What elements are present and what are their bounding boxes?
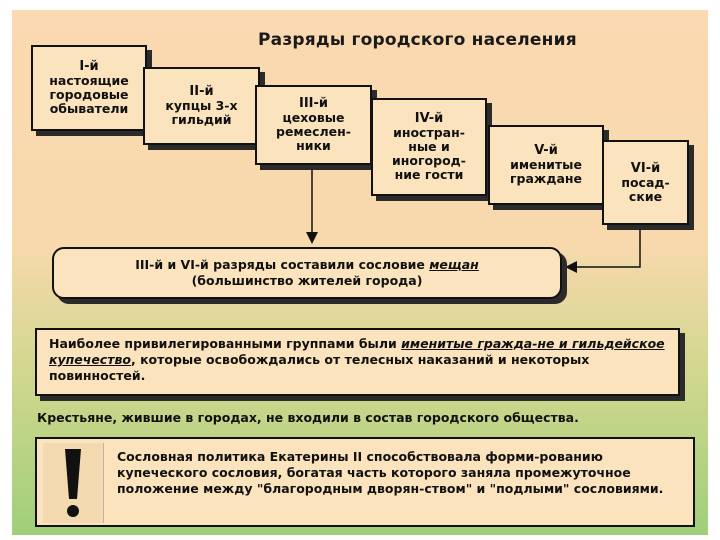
result-text: III-й и VI-й разряды составили сословие [135,257,430,272]
meshchane-result-box: III-й и VI-й разряды составили сословие … [52,247,562,299]
rank-number: V-й [534,143,558,158]
rank-box-2: II-й купцы 3-х гильдий [143,67,260,145]
rank-label: ние гости [394,167,464,182]
rank-number: IV-й [414,111,444,126]
exclamation-icon [43,443,104,523]
rank-label: посад- [621,174,670,190]
rank-box-4: IV-й иностран- ные и иногород- ние гости [371,98,487,196]
policy-box: Сословная политика Екатерины II способст… [35,437,695,527]
result-line-2: (большинство жителей города) [191,273,423,288]
result-emphasis: мещан [429,257,479,272]
rank-number: VI-й [630,160,661,176]
rank-label: купцы 3-х [165,98,238,113]
rank-label: именитые [510,157,582,172]
rank-label: гильдий [171,112,232,127]
rank-box-5: V-й именитые граждане [488,125,604,205]
slide: Разряды городского населения I-й настоящ… [12,10,708,535]
policy-text: Сословная политика Екатерины II способст… [117,449,664,496]
rank-number: I-й [79,59,99,74]
rank-label: ские [628,188,663,204]
rank-number: II-й [189,84,214,99]
arrow-from-rank-6 [565,225,641,273]
rank-number: III-й [298,96,328,111]
rank-label: иногород- [392,153,466,168]
rank-box-1: I-й настоящие городовые обыватели [31,45,147,131]
rank-label: настоящие [49,73,129,88]
privileged-text-start: Наиболее привилегированными группами был… [49,336,402,351]
rank-box-3: III-й цеховые ремеслен- ники [255,85,372,165]
connector-arrows [306,160,641,273]
rank-label: ные и [408,139,450,154]
rank-label: иностран- [393,125,465,140]
rank-box-6: VI-й посад- ские [602,140,689,225]
rank-label: ники [296,138,331,153]
rank-label: цеховые [282,110,345,125]
peasants-note: Крестьяне, жившие в городах, не входили … [37,410,579,425]
privileged-text-end: , которые освобождались от телесных нака… [49,352,590,383]
result-line-1: III-й и VI-й разряды составили сословие … [54,257,560,273]
privileged-emphasis: именитые гражда-не и гильдейское купечес… [49,336,665,367]
rank-label: обыватели [49,101,129,116]
rank-label: ремеслен- [276,124,351,139]
slide-title: Разряды городского населения [258,30,577,50]
privileged-groups-box: Наиболее привилегированными группами был… [35,328,680,396]
rank-label: граждане [510,171,582,186]
rank-label: городовые [49,87,129,102]
